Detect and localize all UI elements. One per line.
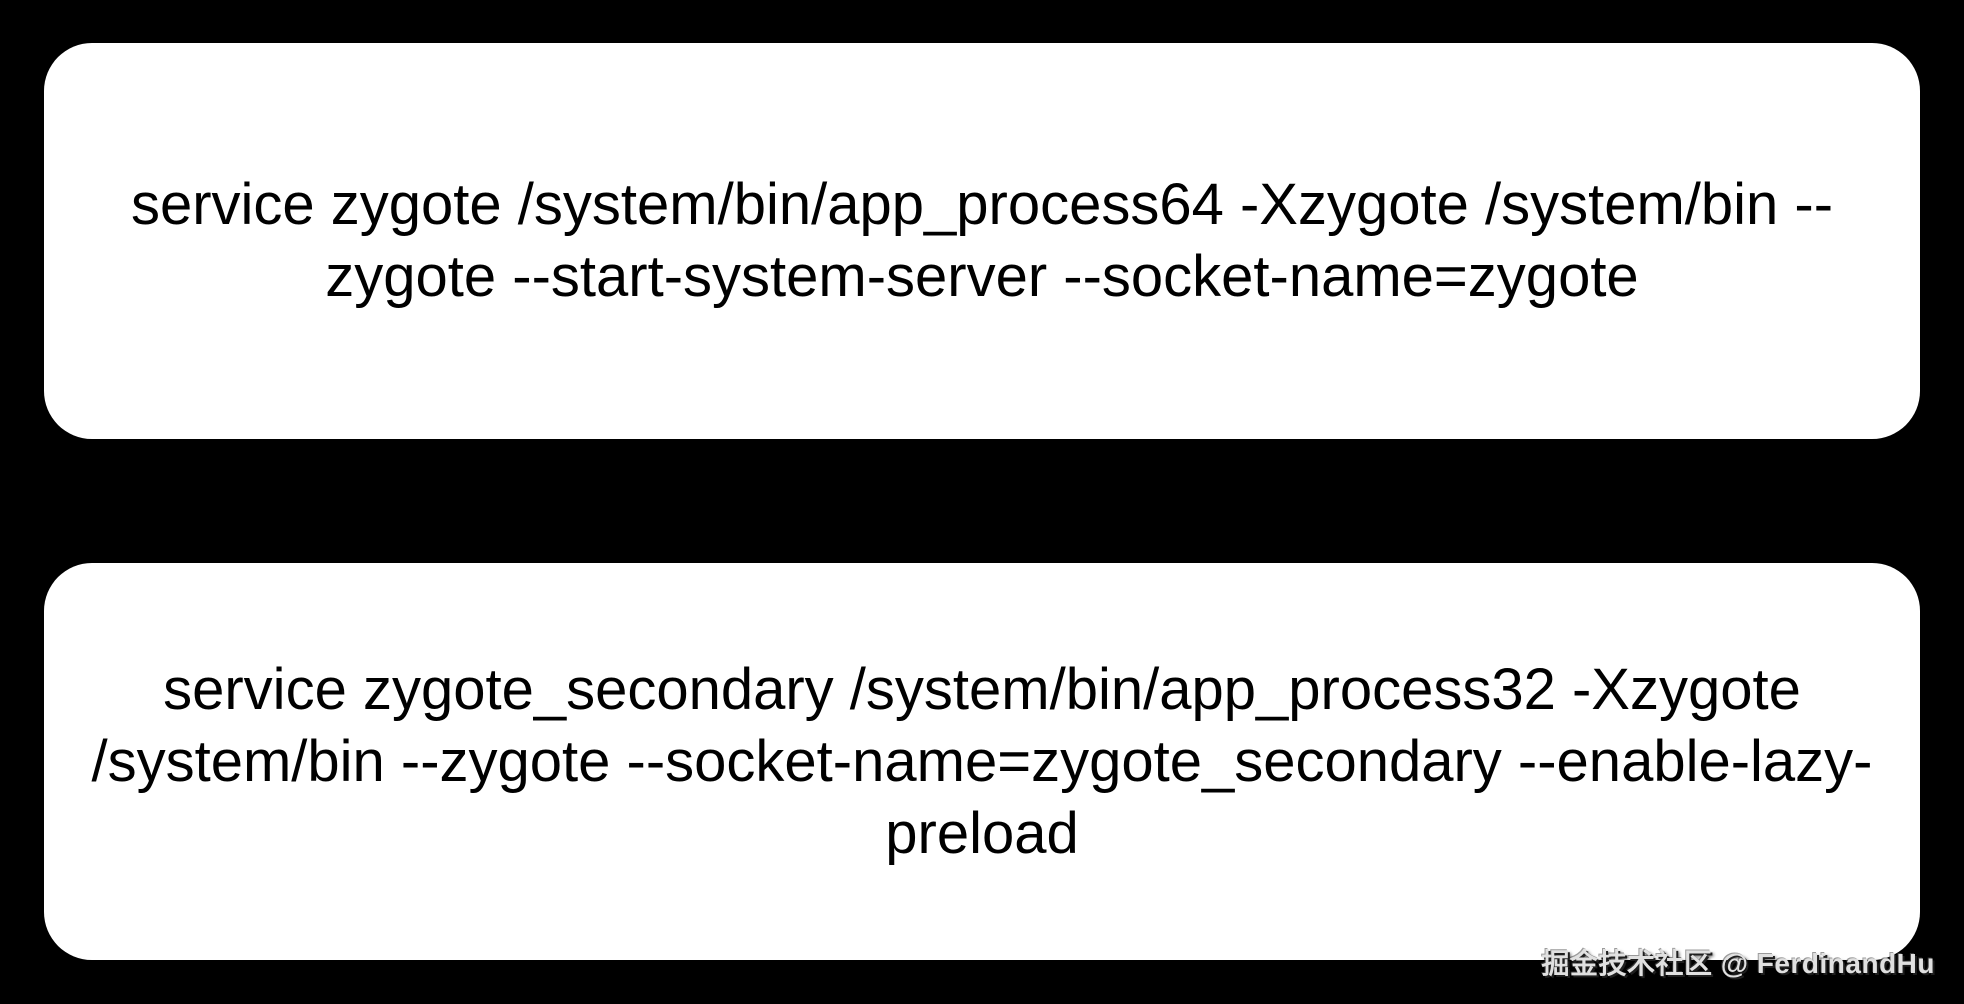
- command-line: preload: [885, 800, 1079, 866]
- command-line: /system/bin --zygote --socket-name=zygot…: [91, 728, 1873, 794]
- zygote64-command-text: service zygote /system/bin/app_process64…: [131, 169, 1833, 313]
- command-line: zygote --start-system-server --socket-na…: [325, 244, 1639, 309]
- watermark: 掘金技术社区 @ FerdinandHu: [1541, 948, 1935, 979]
- command-line: service zygote /system/bin/app_process64…: [130, 172, 1834, 237]
- command-line: service zygote_secondary /system/bin/app…: [163, 656, 1801, 722]
- zygote64-command-card: service zygote /system/bin/app_process64…: [44, 43, 1920, 439]
- zygote-secondary-command-card: service zygote_secondary /system/bin/app…: [44, 563, 1920, 960]
- zygote-secondary-command-text: service zygote_secondary /system/bin/app…: [91, 654, 1872, 870]
